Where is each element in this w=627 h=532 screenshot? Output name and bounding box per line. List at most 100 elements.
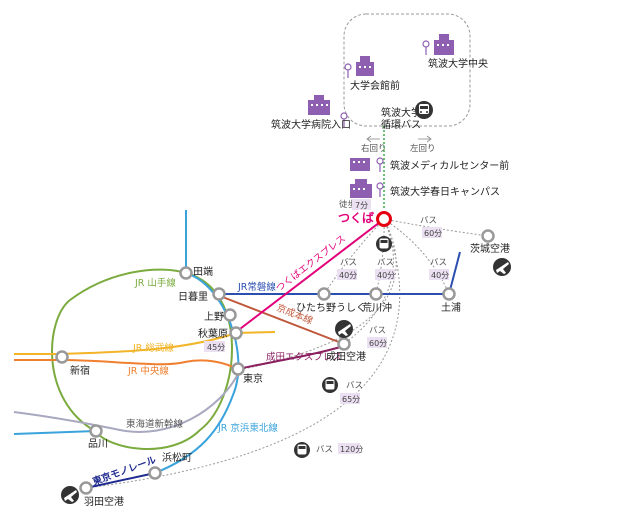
time-tx: 45分	[207, 343, 225, 352]
bus-icon-haneda	[294, 442, 310, 458]
station-shinjuku	[55, 350, 69, 364]
airplane-icon-ibaraki	[493, 258, 511, 276]
bus-route-hitachino	[323, 218, 385, 295]
station-shinagawa	[89, 424, 103, 438]
time-hitachino: 40分	[339, 271, 357, 280]
station-label-haneda: 羽田空港	[84, 495, 124, 508]
badge-arakawaoki	[375, 269, 395, 280]
line-chuo	[14, 359, 240, 371]
station-tokyo	[231, 362, 245, 376]
line-tokaido	[13, 371, 240, 433]
line-keisei	[219, 295, 345, 345]
badge-haneda	[338, 443, 360, 454]
stop-label-medical: 筑波メディカルセンター前	[390, 159, 509, 172]
stop-pin-chuo	[422, 40, 430, 55]
station-label-tsuchiura: 土浦	[441, 301, 461, 314]
campus-loop-route	[343, 13, 471, 127]
walk-time-badge	[352, 199, 371, 210]
station-label-ueno: 上野	[204, 311, 224, 323]
bus-label-tokyo: バス	[346, 381, 363, 391]
station-label-shinjuku: 新宿	[70, 364, 90, 377]
time-tsuchiura: 40分	[431, 271, 449, 280]
station-tabata	[179, 266, 193, 280]
station-label-tokyo: 東京	[243, 372, 263, 385]
loop-left-label: 左回り	[410, 143, 436, 154]
label-chuo: JR 中央線	[127, 365, 169, 377]
badge-tx	[204, 341, 225, 352]
bus-label-haneda: バス	[316, 445, 333, 455]
station-ueno	[223, 308, 237, 322]
time-narita: 60分	[369, 339, 387, 348]
building-icon-daigaku	[356, 56, 374, 76]
stop-pin-byoin	[340, 112, 348, 127]
station-narita	[337, 337, 351, 351]
walk-label: 徒歩	[339, 199, 357, 210]
label-yamanote: JR 山手線	[134, 277, 176, 289]
time-arakawaoki: 40分	[377, 271, 395, 280]
airplane-icon-narita	[335, 320, 353, 338]
stop-pin-daigaku	[344, 63, 352, 78]
station-nippori	[212, 287, 226, 301]
time-ibaraki: 60分	[424, 229, 442, 238]
bus-label-arakawaoki: バス	[377, 258, 394, 268]
station-ibaraki	[481, 229, 495, 243]
station-tsukuba	[376, 211, 392, 227]
airplane-icon-haneda	[61, 486, 79, 504]
label-sobu: JR 総武線	[132, 342, 174, 354]
label-narita-express: 成田エクスプレス	[266, 351, 342, 363]
label-tokaido: 東海道新幹線	[126, 418, 184, 430]
station-arakawaoki	[369, 287, 383, 301]
building-icon-chuo	[434, 34, 454, 55]
bus-route-arakawaoki	[375, 218, 385, 295]
station-label-tabata: 田端	[193, 265, 213, 278]
line-sobu	[14, 331, 276, 355]
bus-label-narita: バス	[369, 326, 386, 336]
stop-label-kasuga: 筑波大学春日キャンパス	[390, 185, 500, 198]
building-icon-medical	[350, 158, 370, 171]
station-label-shinagawa: 品川	[88, 438, 108, 450]
badge-tokyo	[340, 393, 360, 404]
stop-label-daigaku: 大学会館前	[350, 79, 400, 92]
loop-bus-label-1: 筑波大学	[381, 106, 421, 119]
station-label-ibaraki: 茨城空港	[470, 242, 510, 255]
station-akihabara	[229, 326, 243, 340]
bus-route-tsuchiura	[383, 218, 450, 295]
station-tsuchiura	[442, 287, 456, 301]
label-tx: つくばエクスプレス	[274, 233, 348, 294]
station-label-akihabara: 秋葉原	[198, 327, 228, 340]
bus-icon-tokyo	[322, 377, 338, 393]
bus-label-tsuchiura: バス	[430, 258, 447, 268]
badge-ibaraki	[422, 227, 442, 238]
label-keihin: JR 京浜東北線	[217, 422, 278, 434]
building-icon-kasuga	[350, 179, 372, 198]
badge-hitachino	[337, 269, 357, 280]
time-tokyo: 65分	[342, 395, 360, 404]
line-tx	[235, 218, 385, 333]
walk-time: 7分	[355, 201, 368, 210]
bus-icon-loop	[415, 101, 433, 119]
time-haneda: 120分	[340, 445, 363, 454]
station-label-narita: 成田空港	[326, 350, 366, 363]
badge-narita	[367, 337, 387, 348]
loop-right-label: 右回り	[361, 143, 387, 154]
stop-label-byoin: 筑波大学病院入口	[271, 118, 351, 131]
station-label-hamamatsucho: 浜松町	[162, 451, 192, 464]
label-joban: JR常磐線	[237, 281, 276, 293]
loop-bus-label-2: 循環バス	[381, 118, 421, 131]
stop-pin-medical	[376, 157, 384, 172]
stop-label-chuo: 筑波大学中央	[428, 57, 488, 70]
station-label-nippori: 日暮里	[178, 290, 208, 303]
bus-route-tokyo	[237, 218, 397, 371]
station-haneda	[79, 481, 93, 495]
line-narita-express	[237, 345, 345, 370]
building-icon-byoin	[308, 95, 330, 115]
bus-label-ibaraki: バス	[420, 216, 437, 226]
station-hamamatsucho	[148, 466, 162, 480]
badge-tsuchiura	[429, 269, 449, 280]
station-label-tsukuba: つくば	[338, 210, 374, 225]
line-joban-north	[448, 251, 461, 295]
line-monorail	[85, 472, 156, 489]
station-hitachino	[317, 287, 331, 301]
line-keihin-west	[13, 430, 97, 435]
